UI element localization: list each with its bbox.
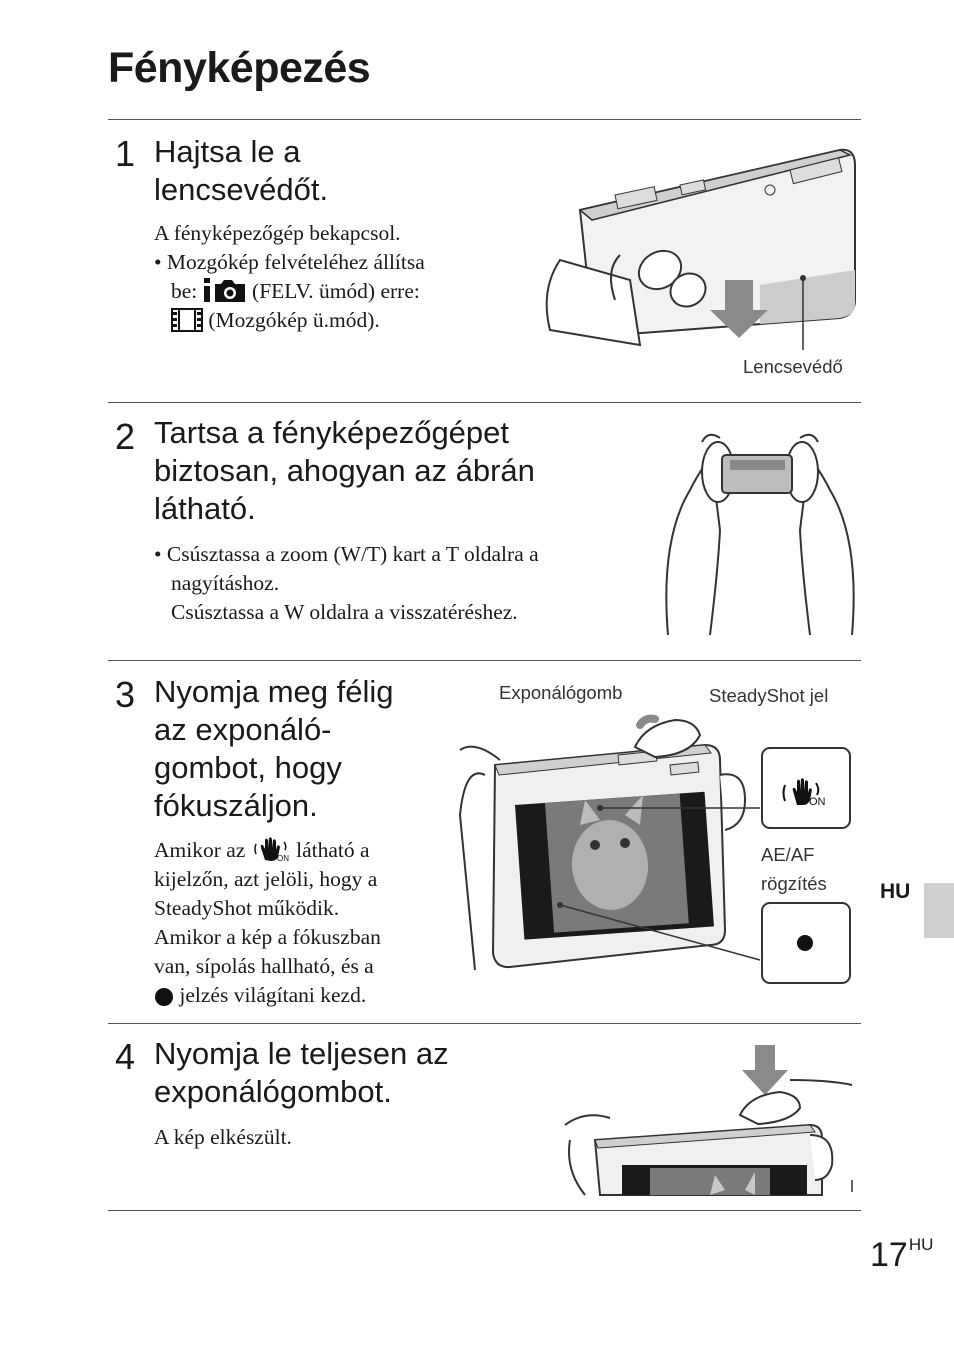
camera-lcd-illustration: ON — [458, 714, 851, 984]
body-line: Amikor a kép a fókuszban — [154, 925, 381, 949]
step-heading: Hajtsa le a lencsevédőt. — [154, 133, 328, 209]
body-line: Amikor az ON látható a — [154, 836, 381, 865]
page-title: Fényképezés — [108, 44, 371, 92]
body-text: látható a — [296, 838, 370, 862]
heading-line: lencsevédőt. — [154, 172, 329, 207]
step-heading: Tartsa a fényképezőgépet biztosan, ahogy… — [154, 414, 535, 528]
divider — [108, 660, 861, 661]
bullet-line: Csúsztassa a W oldalra a visszatéréshez. — [154, 598, 539, 627]
step-body: A fényképezőgép bekapcsol. • Mozgókép fe… — [154, 219, 425, 335]
bullet-text: Csúsztassa a W oldalra a visszatéréshez. — [171, 600, 518, 624]
bullet-line: • Csúsztassa a zoom (W/T) kart a T oldal… — [154, 542, 539, 566]
body-line: van, sípolás hallható, és a — [154, 954, 374, 978]
bullet-text: be: — [171, 279, 198, 303]
heading-line: az exponáló- — [154, 712, 332, 747]
language-tab — [924, 883, 954, 938]
bullet-line: • Mozgókép felvételéhez állítsa — [154, 250, 425, 274]
divider — [108, 119, 861, 120]
step-heading: Nyomja le teljesen az exponálógombot. — [154, 1035, 449, 1111]
body-line: A fényképezőgép bekapcsol. — [154, 221, 401, 245]
shutter-button-callout: Exponálógomb — [499, 682, 623, 703]
divider — [108, 1210, 861, 1211]
callout-line: rögzítés — [761, 873, 827, 894]
lens-cover-callout: Lencsevédő — [743, 356, 843, 377]
body-line: kijelzőn, azt jelöli, hogy a — [154, 867, 378, 891]
page-number-suffix: HU — [908, 1235, 934, 1254]
step-body: A kép elkészült. — [154, 1123, 292, 1152]
heading-line: Nyomja meg félig — [154, 674, 394, 709]
heading-line: Nyomja le teljesen az — [154, 1036, 449, 1071]
heading-line: exponálógombot. — [154, 1074, 392, 1109]
divider — [108, 1023, 861, 1024]
aeaf-lock-callout: AE/AF rögzítés — [761, 840, 827, 898]
divider — [108, 402, 861, 403]
bullet-line: (Mozgókép ü.mód). — [154, 306, 425, 335]
bullet-text: (Mozgókép ü.mód). — [208, 308, 380, 332]
page-number: 17HU — [870, 1235, 933, 1275]
body-line: SteadyShot működik. — [154, 896, 340, 920]
bullet-line: nagyításhoz. — [154, 569, 539, 598]
on-label: ON — [277, 854, 289, 862]
full-press-illustration — [564, 1045, 853, 1196]
step-number: 2 — [115, 416, 136, 457]
bullet-line: be: (FELV. ümód) erre: — [154, 277, 425, 306]
heading-line: gombot, hogy — [154, 750, 342, 785]
bullet-text: Mozgókép felvételéhez állítsa — [166, 250, 425, 274]
heading-line: Tartsa a fényképezőgépet — [154, 415, 510, 450]
step-heading: Nyomja meg félig az exponáló- gombot, ho… — [154, 673, 393, 825]
heading-line: Hajtsa le a — [154, 134, 301, 169]
language-label: HU — [880, 880, 911, 903]
on-label: ON — [809, 796, 826, 808]
page-number-value: 17 — [870, 1236, 908, 1274]
intelligent-auto-camera-icon — [203, 278, 245, 302]
steadyshot-hand-icon: ON — [253, 837, 289, 862]
step-number: 3 — [115, 674, 136, 715]
body-line: A kép elkészült. — [154, 1125, 292, 1149]
steadyshot-callout: SteadyShot jel — [709, 685, 829, 706]
heading-line: fókuszáljon. — [154, 788, 318, 823]
callout-line: AE/AF — [761, 844, 815, 865]
step-number: 1 — [115, 133, 136, 174]
holding-camera-illustration — [665, 433, 855, 636]
step-body: • Csúsztassa a zoom (W/T) kart a T oldal… — [154, 540, 539, 627]
step-number: 4 — [115, 1036, 136, 1077]
bullet-text: (FELV. ümód) erre: — [252, 279, 420, 303]
body-line: jelzés világítani kezd. — [154, 981, 381, 1010]
body-text: Amikor az — [154, 838, 246, 862]
camera-lens-cover-illustration — [545, 148, 856, 350]
focus-dot-icon — [155, 988, 173, 1006]
body-text: jelzés világítani kezd. — [179, 983, 367, 1007]
step-body: Amikor az ON látható a kijelzőn, azt jel… — [154, 836, 381, 1010]
heading-line: biztosan, ahogyan az ábrán — [154, 453, 535, 488]
bullet-text: Csúsztassa a zoom (W/T) kart a T oldalra… — [166, 542, 539, 566]
heading-line: látható. — [154, 491, 256, 526]
bullet-text: nagyításhoz. — [171, 571, 280, 595]
movie-film-icon — [171, 308, 203, 332]
